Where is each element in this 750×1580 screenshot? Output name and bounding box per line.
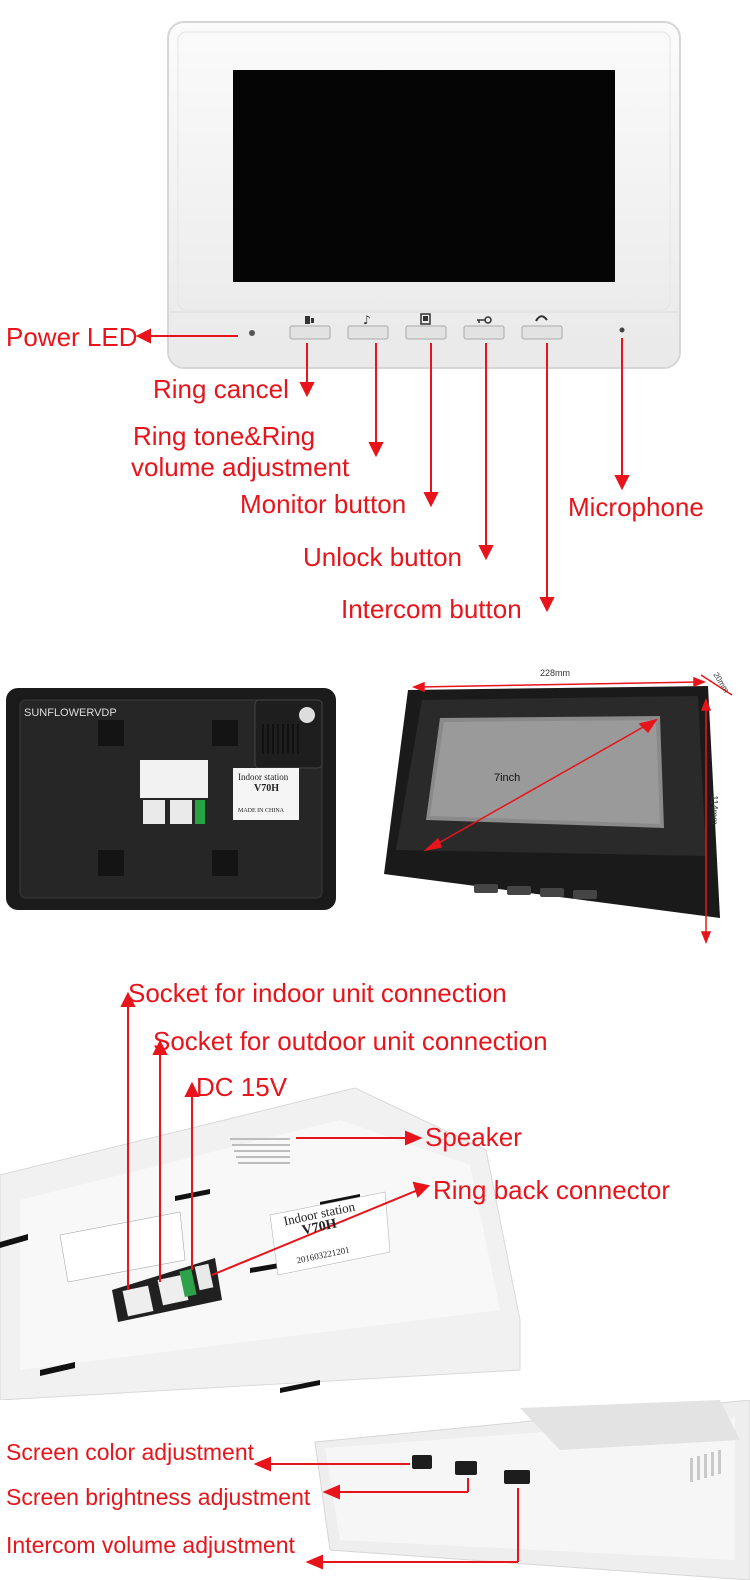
connection-device-drawing	[0, 991, 521, 1400]
back-device-drawing	[6, 674, 733, 945]
rear-label-sticker	[269, 1191, 391, 1276]
side-view: Screen color adjustment Screen brightnes…	[0, 1400, 750, 1580]
front-buttons	[289, 325, 563, 340]
back-connector-sticker	[140, 760, 208, 798]
back-sticker-line3: MADE IN CHINA	[238, 808, 284, 814]
back-sticker-line1: Indoor station	[238, 772, 289, 782]
front-device-drawing: ♪	[135, 21, 681, 613]
outdoor-socket-label: Socket for outdoor unit connection	[153, 1026, 548, 1056]
ring-back-label: Ring back connector	[433, 1175, 671, 1205]
ring-tone-label-2: volume adjustment	[131, 452, 350, 482]
intercom-label: Intercom button	[341, 594, 522, 624]
color-wheel	[412, 1455, 432, 1469]
microphone-hole	[619, 327, 625, 333]
handset-icon	[535, 315, 548, 322]
front-screen	[233, 70, 615, 282]
microphone-label: Microphone	[568, 492, 704, 522]
front-view: ♪ Power LED Ring cancel Ring tone&Ring v…	[0, 0, 750, 640]
dim-height: 114mm	[709, 795, 720, 825]
unlock-label: Unlock button	[303, 542, 462, 572]
power-led-label: Power LED	[6, 322, 138, 352]
speaker-label: Speaker	[425, 1122, 522, 1152]
music-note-icon: ♪	[363, 313, 371, 327]
volume-adjust-label: Intercom volume adjustment	[6, 1532, 295, 1558]
ring-cancel-icon	[305, 316, 314, 324]
brightness-adjust-label: Screen brightness adjustment	[6, 1484, 311, 1510]
color-adjust-label: Screen color adjustment	[6, 1439, 255, 1465]
dc-label: DC 15V	[196, 1072, 288, 1102]
indoor-socket-label: Socket for indoor unit connection	[128, 978, 507, 1008]
dim-width: 228mm	[540, 668, 571, 678]
side-view-unit	[384, 686, 720, 918]
connection-view: Socket for indoor unit connection Socket…	[0, 970, 750, 1400]
volume-wheel	[504, 1470, 530, 1484]
monitor-icon	[420, 313, 431, 325]
ring-tone-label-1: Ring tone&Ring	[133, 421, 316, 451]
brand-label: SUNFLOWERVDP	[24, 707, 117, 719]
back-sticker-line2: V70H	[254, 783, 279, 794]
back-label-sticker	[233, 768, 299, 820]
key-icon	[477, 316, 492, 324]
brightness-wheel	[455, 1461, 477, 1475]
monitor-label: Monitor button	[240, 489, 407, 519]
ring-cancel-label: Ring cancel	[153, 374, 289, 404]
back-and-dimension-view: SUNFLOWERVDP Indoor station V70H MADE IN…	[0, 660, 750, 950]
power-led	[249, 330, 255, 336]
side-device-drawing	[253, 1400, 750, 1580]
dim-diagonal: 7inch	[494, 772, 521, 784]
